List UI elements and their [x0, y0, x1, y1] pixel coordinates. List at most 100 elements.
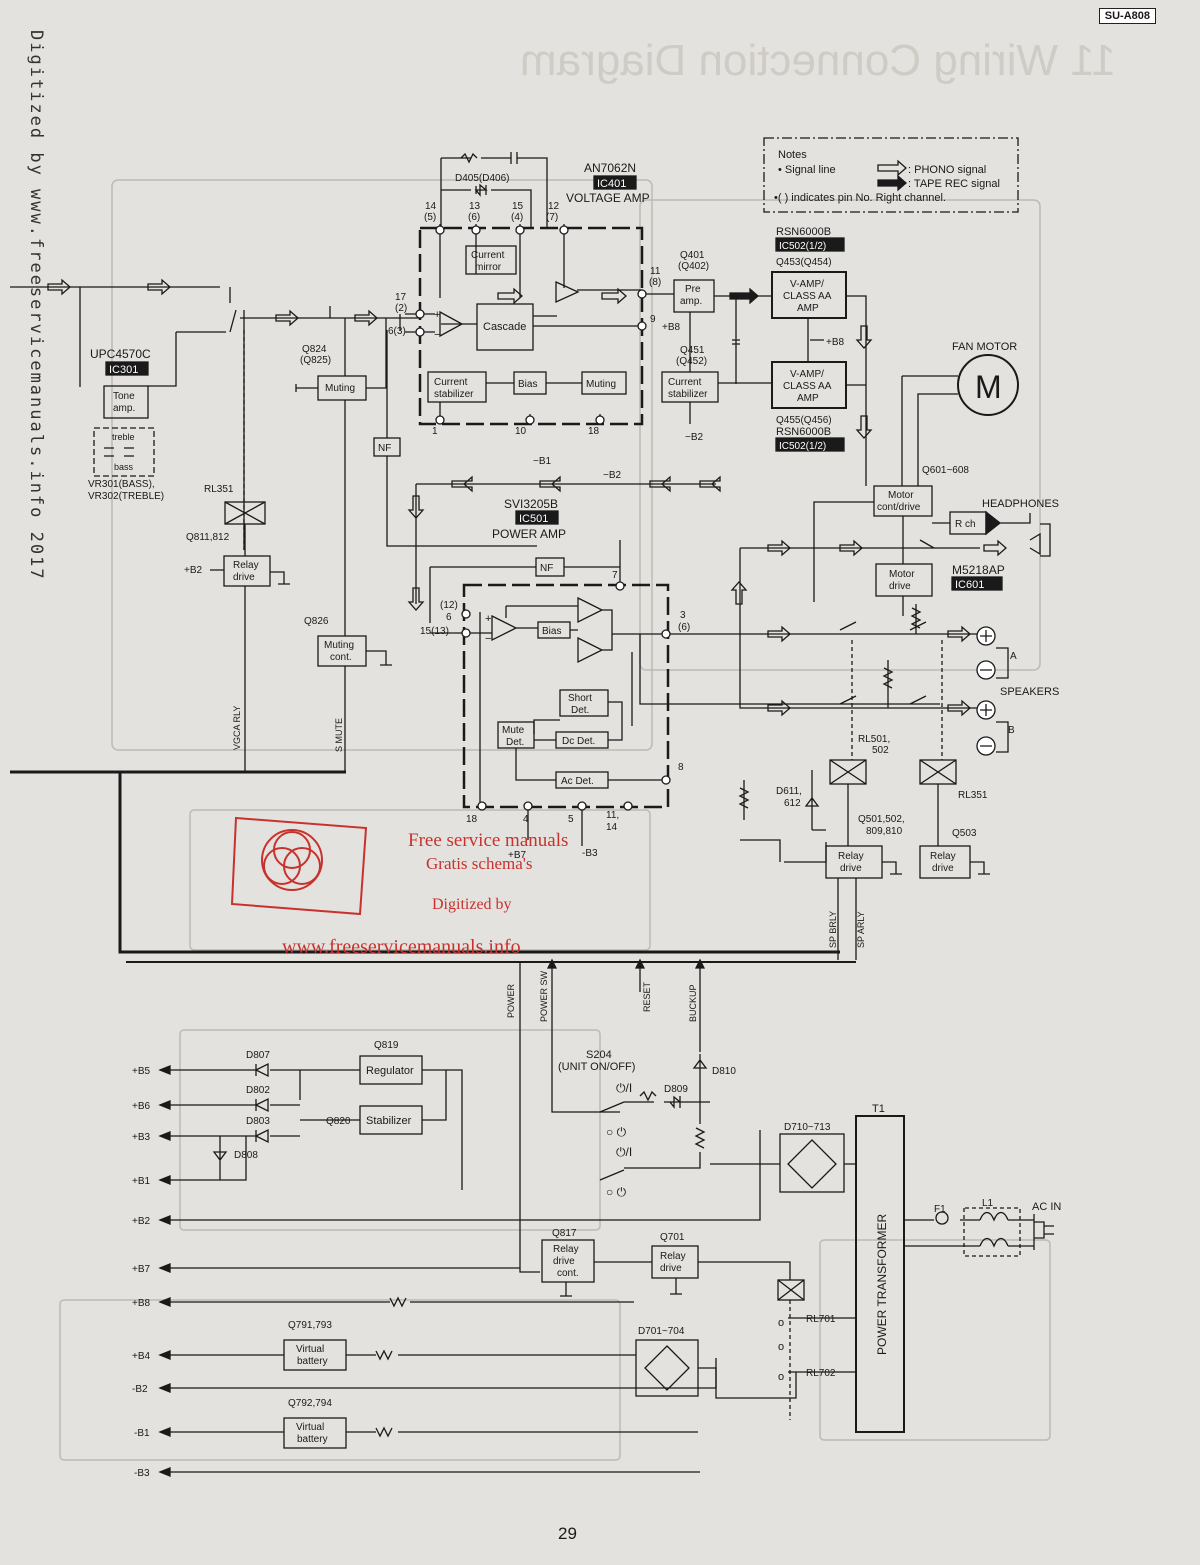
svg-text:battery: battery — [297, 1356, 328, 1367]
svg-text:o: o — [778, 1371, 784, 1383]
svg-text:POWER SW: POWER SW — [539, 970, 549, 1022]
svg-text:Ac Det.: Ac Det. — [561, 776, 594, 787]
svg-text:POWER AMP: POWER AMP — [492, 527, 566, 541]
svg-text:T1: T1 — [872, 1103, 885, 1115]
svg-text:AC IN: AC IN — [1032, 1201, 1061, 1213]
svg-text:+B7: +B7 — [508, 850, 527, 861]
svg-text:amp.: amp. — [113, 403, 135, 414]
svg-text:V-AMP/: V-AMP/ — [790, 279, 824, 290]
svg-text:Motor: Motor — [889, 569, 915, 580]
svg-text:14: 14 — [606, 822, 618, 833]
svg-text:Relay: Relay — [930, 851, 956, 862]
svg-text:D803: D803 — [246, 1116, 270, 1127]
svg-text:Q455(Q456): Q455(Q456) — [776, 415, 832, 426]
svg-text:S MUTE: S MUTE — [334, 718, 344, 752]
svg-text:VOLTAGE AMP: VOLTAGE AMP — [566, 191, 650, 205]
svg-text:Q811,812: Q811,812 — [186, 532, 230, 543]
rail-arrows — [158, 1065, 171, 1477]
svg-text:Q824: Q824 — [302, 344, 327, 355]
svg-text:(Q402): (Q402) — [678, 261, 709, 272]
notes-box: Notes • Signal line : PHONO signal : TAP… — [763, 137, 1019, 213]
svg-text:SP ARLY: SP ARLY — [856, 911, 866, 948]
notes-phono: : PHONO signal — [908, 164, 986, 176]
notes-pin: •( ) indicates pin No. Right channel. — [774, 192, 946, 204]
svg-text:VR302(TREBLE): VR302(TREBLE) — [88, 491, 164, 502]
svg-text:D405(D406): D405(D406) — [455, 173, 509, 184]
svg-text:(8): (8) — [649, 277, 661, 288]
svg-text:○ ⏻: ○ ⏻ — [606, 1125, 627, 1139]
svg-text:SVI3205B: SVI3205B — [504, 497, 558, 511]
svg-text:18: 18 — [588, 426, 600, 437]
svg-text:cont.: cont. — [557, 1268, 579, 1279]
svg-text:3: 3 — [680, 610, 686, 621]
svg-text:Virtual: Virtual — [296, 1422, 324, 1433]
svg-text:stabilizer: stabilizer — [668, 389, 708, 400]
svg-text:15: 15 — [512, 201, 524, 212]
svg-text:o: o — [778, 1341, 784, 1353]
svg-text:Relay: Relay — [838, 851, 864, 862]
rail-b3: +B3 — [132, 1132, 151, 1143]
svg-text:Virtual: Virtual — [296, 1344, 324, 1355]
svg-text:V-AMP/: V-AMP/ — [790, 369, 824, 380]
svg-text:Muting: Muting — [586, 379, 616, 390]
svg-text:⏻/I: ⏻/I — [616, 1081, 632, 1095]
watermark-line-4: www.freeservicemanuals.info — [282, 936, 521, 958]
svg-text:IC601: IC601 — [955, 579, 984, 591]
svg-text:BUCKUP: BUCKUP — [688, 984, 698, 1022]
svg-text:R ch: R ch — [955, 519, 976, 530]
svg-text:S204: S204 — [586, 1049, 612, 1061]
svg-text:F1: F1 — [934, 1204, 946, 1215]
svg-text:(Q452): (Q452) — [676, 356, 707, 367]
svg-text:RL702: RL702 — [806, 1368, 836, 1379]
svg-text:Q820: Q820 — [326, 1116, 351, 1127]
svg-text:Regulator: Regulator — [366, 1065, 414, 1077]
svg-text:-B3: -B3 — [582, 848, 598, 859]
watermark-logo — [230, 816, 368, 916]
svg-text:drive: drive — [840, 863, 862, 874]
svg-text:FAN MOTOR: FAN MOTOR — [952, 341, 1017, 353]
svg-text:D810: D810 — [712, 1066, 736, 1077]
svg-text:+: + — [434, 309, 440, 321]
svg-text:Mute: Mute — [502, 725, 525, 736]
svg-text:drive: drive — [932, 863, 954, 874]
svg-text:−B2: −B2 — [685, 432, 704, 443]
svg-text:Bias: Bias — [542, 626, 561, 637]
svg-text:(6): (6) — [468, 212, 480, 223]
input-stage-block: UPC4570C IC301 Tone amp. treble bass VR3… — [10, 278, 840, 954]
svg-text:18: 18 — [466, 814, 478, 825]
output-stage-block: Pre amp. Q401 (Q402) Current stabilizer … — [497, 226, 873, 486]
svg-text:Q451: Q451 — [680, 345, 705, 356]
svg-text:Current: Current — [434, 377, 468, 388]
svg-text:−: − — [434, 329, 440, 341]
svg-text:809,810: 809,810 — [866, 826, 903, 837]
svg-text:Current: Current — [471, 250, 505, 261]
svg-text:Short: Short — [568, 693, 592, 704]
svg-text:mirror: mirror — [475, 262, 502, 273]
rail-b4: +B4 — [132, 1351, 151, 1362]
notes-signal-line: • Signal line — [778, 164, 836, 176]
svg-text:L1: L1 — [982, 1198, 994, 1209]
svg-text:RSN6000B: RSN6000B — [776, 426, 831, 438]
svg-text:Q817: Q817 — [552, 1228, 577, 1239]
svg-text:RL701: RL701 — [806, 1314, 836, 1325]
svg-text:Muting: Muting — [325, 383, 355, 394]
svg-text:IC501: IC501 — [519, 513, 548, 525]
svg-text:CLASS AA: CLASS AA — [783, 291, 832, 302]
svg-text:+B2: +B2 — [184, 565, 203, 576]
svg-text:(Q825): (Q825) — [300, 355, 331, 366]
svg-text:Muting: Muting — [324, 640, 354, 651]
svg-text:IC502(1/2): IC502(1/2) — [779, 441, 826, 452]
svg-text:D802: D802 — [246, 1085, 270, 1096]
svg-text:Q501,502,: Q501,502, — [858, 814, 905, 825]
svg-text:amp.: amp. — [680, 296, 702, 307]
svg-text:IC301: IC301 — [109, 364, 138, 376]
svg-text:10: 10 — [515, 426, 527, 437]
svg-text:⏻/I: ⏻/I — [616, 1145, 632, 1159]
svg-text:Det.: Det. — [506, 737, 524, 748]
svg-text:Bias: Bias — [518, 379, 537, 390]
svg-text:(12): (12) — [440, 600, 458, 611]
watermark-line-1: Free service manuals — [408, 830, 569, 851]
svg-text:Cascade: Cascade — [483, 321, 526, 333]
svg-text:8: 8 — [678, 762, 684, 773]
